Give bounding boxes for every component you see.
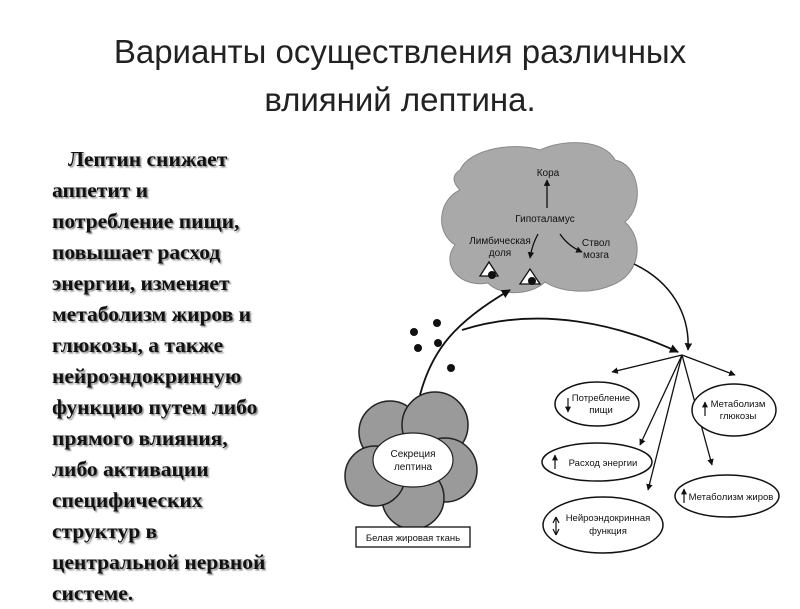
- brain-limbic-label-2: доля: [489, 248, 511, 259]
- leptin-dot: [414, 344, 422, 352]
- body-line: центральной нервной: [52, 550, 266, 574]
- brain-stem-label-2: мозга: [583, 250, 609, 261]
- effect-neuroendocrine: Нейроэндокринная функция: [542, 496, 664, 554]
- leptin-dot: [528, 277, 536, 285]
- effect-neuro-label-2: функция: [589, 526, 627, 537]
- leptin-dot: [488, 271, 496, 279]
- body-line: повышает расход: [52, 240, 221, 264]
- effect-food-label-1: Потребление: [572, 393, 630, 404]
- leptin-dot: [447, 364, 455, 372]
- fat-tissue-label: Белая жировая ткань: [366, 533, 460, 544]
- leptin-dot: [410, 328, 418, 336]
- arrow-to-limbic: [527, 233, 539, 259]
- brain-cortex-label: Кора: [537, 168, 560, 179]
- effect-glucose-label-2: глюкозы: [720, 411, 757, 422]
- arrow-to-stem: [559, 233, 583, 253]
- body-line: прямого влияния,: [52, 426, 228, 450]
- body-line: нейроэндокринную: [52, 364, 242, 388]
- body-line: Лептин снижает: [68, 147, 228, 171]
- arrow-fat-to-effects: [461, 317, 679, 353]
- effect-fat-label: Метаболизм жиров: [689, 492, 774, 503]
- adipose-tissue: Секреция лептина: [344, 391, 478, 530]
- arrow-fat-to-brain: [419, 289, 511, 396]
- body-line: энергии, изменяет: [52, 271, 230, 295]
- brain-hypothalamus-label: Гипоталамус: [515, 214, 575, 225]
- body-line: глюкозы, а также: [52, 333, 224, 357]
- brain-limbic-label-1: Лимбическая: [469, 235, 531, 247]
- fat-tissue-label-box: [355, 526, 471, 548]
- effect-energy-expenditure: Расход энергии: [541, 442, 653, 482]
- fat-secretion-label-1: Секреция: [390, 449, 435, 460]
- effect-glucose-label-1: Метаболизм: [711, 399, 766, 410]
- body-line: метаболизм жиров и: [52, 302, 252, 326]
- title-line-2: влияний лептина.: [264, 81, 536, 118]
- leptin-dot: [433, 319, 441, 327]
- effect-neuro-label-1: Нейроэндокринная: [566, 513, 651, 524]
- effect-food-label-2: пищи: [589, 405, 613, 416]
- effect-glucose-metabolism: Метаболизм глюкозы: [691, 383, 777, 437]
- body-line: структур в: [52, 519, 158, 543]
- brain-shape: [441, 142, 638, 294]
- effect-food-intake: Потребление пищи: [554, 381, 640, 427]
- body-line: либо активации: [52, 457, 209, 481]
- fat-secretion-label-2: лептина: [394, 462, 433, 473]
- title-line-1: Варианты осуществления различных: [113, 33, 687, 70]
- body-line: аппетит и: [52, 178, 149, 202]
- body-line: потребление пищи,: [52, 209, 240, 233]
- body-line: специфических: [52, 488, 203, 512]
- brain-stem-label-1: Ствол: [582, 238, 610, 249]
- body-line: функцию путем либо: [52, 395, 258, 419]
- leptin-dot: [434, 339, 442, 347]
- effect-energy-label: Расход энергии: [569, 458, 638, 469]
- slide-title: Варианты осуществления различных влияний…: [0, 28, 800, 124]
- body-text: Лептин снижает аппетит и потребление пищ…: [52, 144, 312, 609]
- effect-fat-metabolism: Метаболизм жиров: [674, 474, 780, 518]
- arrow-brain-to-effects: [633, 263, 693, 351]
